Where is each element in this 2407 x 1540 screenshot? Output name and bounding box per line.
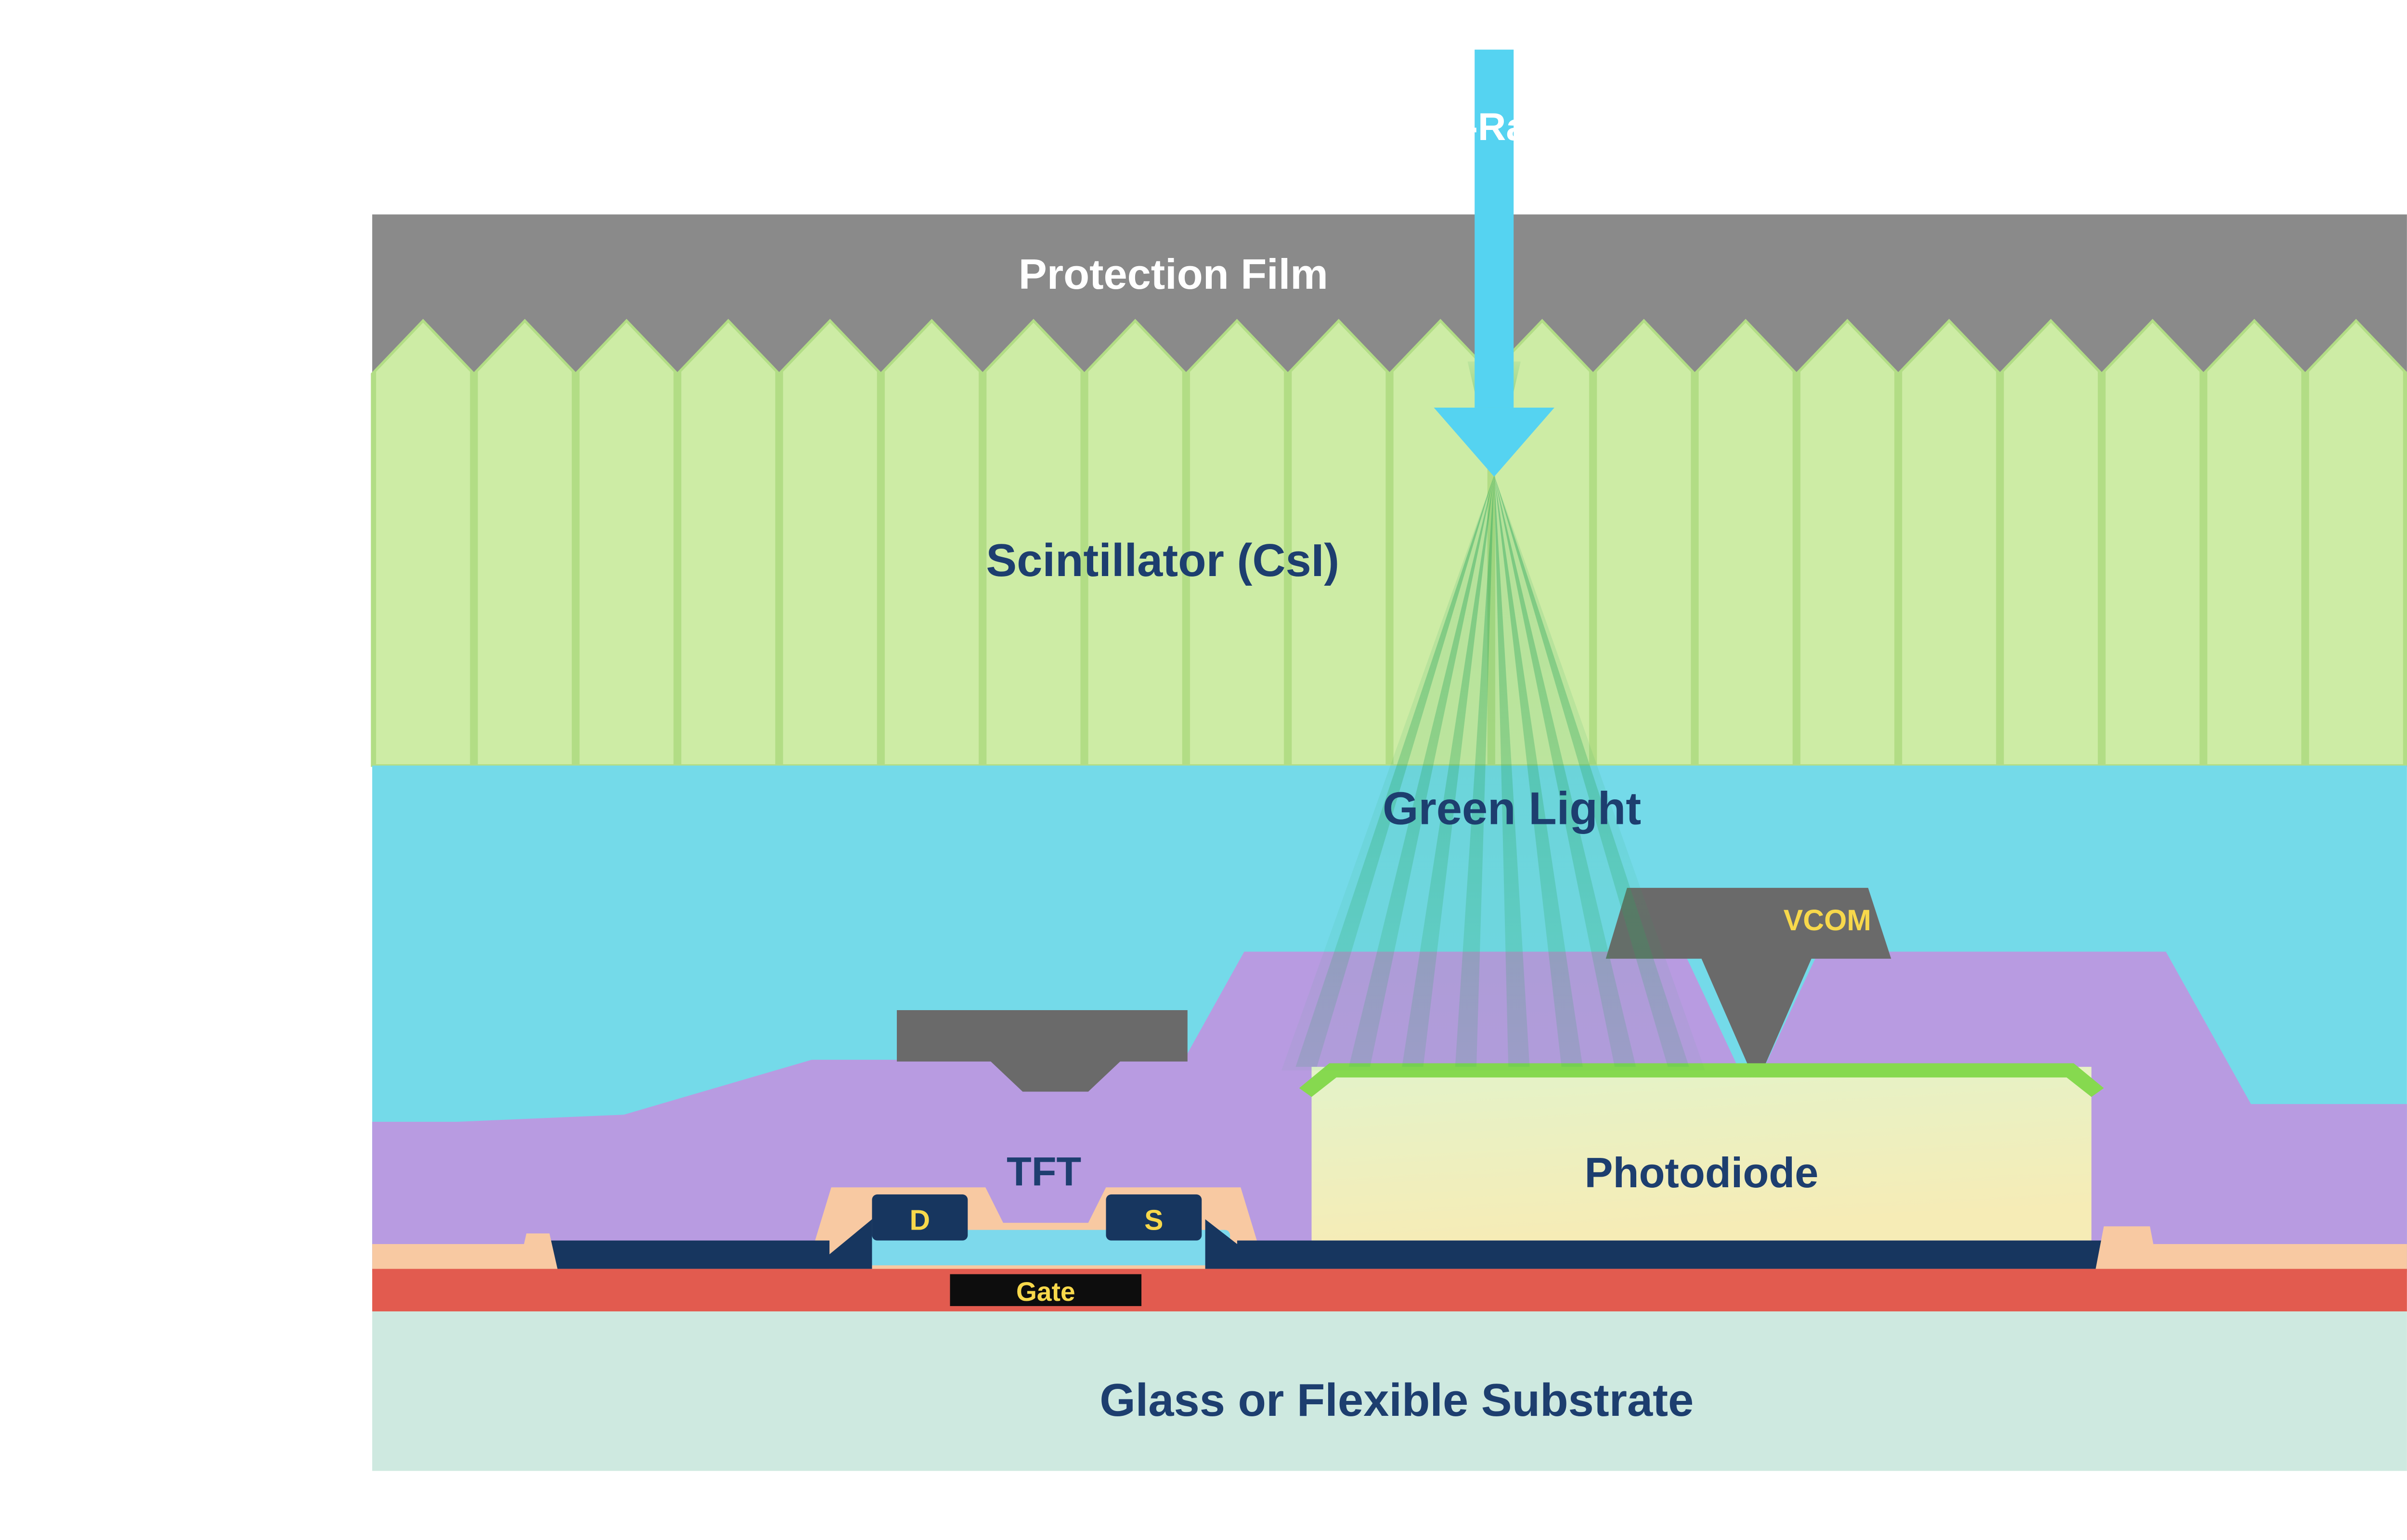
- scintillator-label: Scintillator (CsI): [986, 535, 1339, 586]
- substrate-layer: [372, 1311, 2407, 1471]
- photodiode-label: Photodiode: [1585, 1149, 1819, 1196]
- tft-label: TFT: [1007, 1149, 1081, 1194]
- protection-film-label: Protection Film: [1019, 250, 1328, 298]
- gate-label: Gate: [1016, 1277, 1075, 1307]
- photodiode-body: [1311, 1066, 2092, 1241]
- green-light-label: Green Light: [1383, 783, 1641, 834]
- source-label: S: [1144, 1205, 1163, 1236]
- photodiode-top-contact: [1299, 1063, 2104, 1097]
- xray-label: X-Ray: [1439, 105, 1550, 149]
- source-electrode: [1106, 1194, 1202, 1241]
- green-light-rays: [1281, 361, 1705, 1071]
- vcom-label: VCOM: [1784, 904, 1871, 937]
- buffer-wrap-left: [518, 1233, 558, 1272]
- red-insulator-layer: [372, 1269, 2407, 1311]
- protection-film-layer: [372, 214, 2407, 376]
- xray-arrow: [1434, 50, 1554, 477]
- data-line-left: [537, 1240, 830, 1269]
- drain-label: D: [910, 1205, 931, 1236]
- scintillator-layer: [371, 319, 2407, 767]
- drain-electrode: [872, 1194, 968, 1241]
- gate-metal: [950, 1274, 1142, 1306]
- left-electrode: [896, 1010, 1188, 1092]
- substrate-label: Glass or Flexible Substrate: [1100, 1374, 1694, 1426]
- vcom-electrode: [1605, 887, 1891, 1085]
- buffer-wrap-right: [2095, 1226, 2159, 1272]
- bottom-electrode: [1237, 1240, 2113, 1269]
